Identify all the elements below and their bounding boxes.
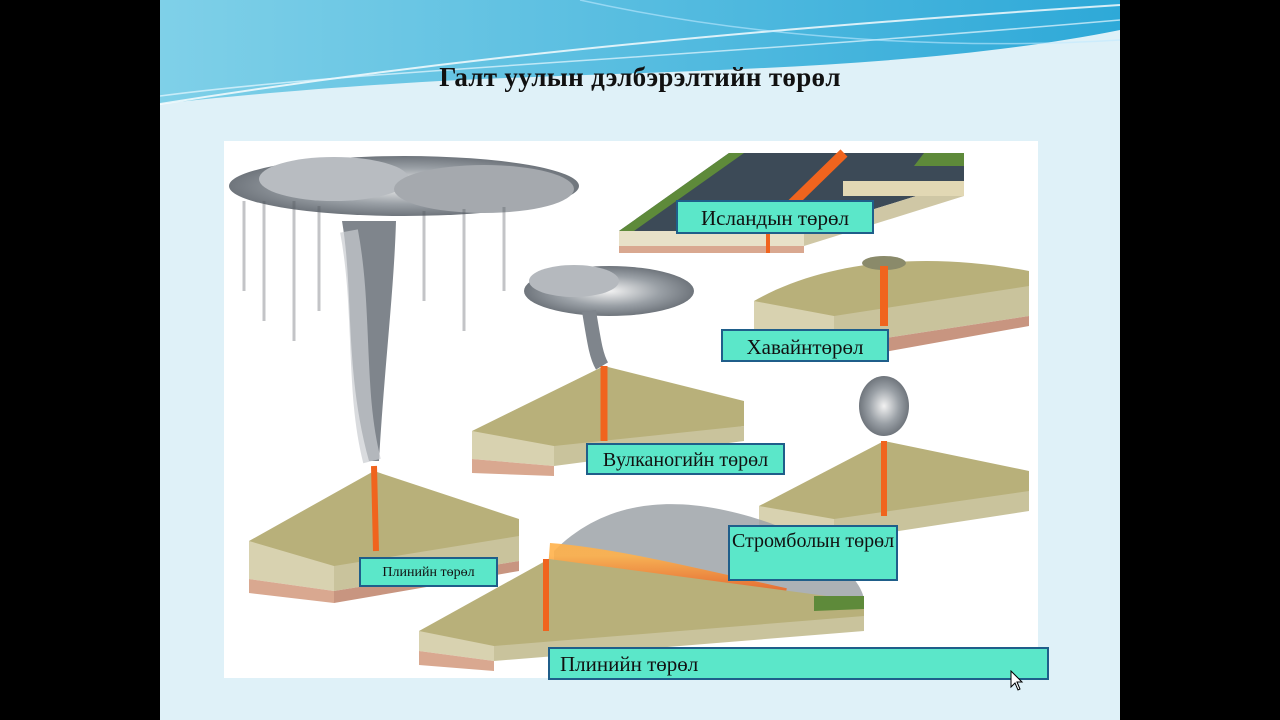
eruption-types-diagram — [229, 149, 1029, 671]
header-wave-decoration — [160, 0, 1120, 105]
volcano-illustration — [224, 141, 1038, 678]
label-plinian-type-large: Плинийн төрөл — [548, 647, 1049, 680]
label-vulcanian-type: Вулканогийн төрөл — [586, 443, 785, 475]
label-plinian-type-small: Плинийн төрөл — [359, 557, 498, 587]
slide-title: Галт уулын дэлбэрэлтийн төрөл — [439, 62, 841, 92]
label-strombolian-type: Стромболын төрөл — [728, 525, 898, 581]
label-iceland-type: Исландын төрөл — [676, 200, 874, 234]
mouse-cursor-icon — [1010, 670, 1024, 691]
label-hawaiian-type: Хавайнтөрөл — [721, 329, 889, 362]
plinian-volcano-left — [229, 156, 579, 603]
